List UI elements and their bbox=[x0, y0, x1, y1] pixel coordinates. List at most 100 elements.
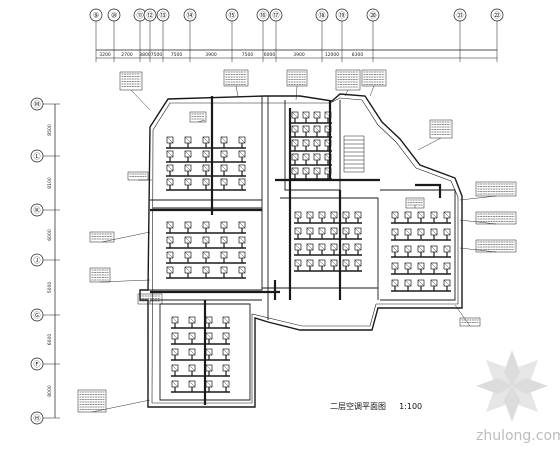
diffuser-mark bbox=[302, 139, 310, 147]
diffuser-mark bbox=[171, 380, 179, 388]
leader-line bbox=[91, 399, 151, 413]
diffuser-mark bbox=[318, 259, 326, 267]
diffuser-mark bbox=[238, 178, 246, 186]
diffuser-mark bbox=[313, 125, 321, 133]
grid-dimension-left: 6000 bbox=[47, 334, 53, 346]
diffuser-mark bbox=[302, 125, 310, 133]
diffuser-mark bbox=[302, 167, 310, 175]
diffuser-mark bbox=[166, 221, 174, 229]
diffuser-mark bbox=[205, 380, 213, 388]
diffuser-mark bbox=[238, 266, 246, 274]
diffuser-mark bbox=[238, 236, 246, 244]
grid-label-left: Ⓙ bbox=[34, 257, 41, 265]
diffuser-mark bbox=[324, 167, 332, 175]
diffuser-mark bbox=[443, 228, 451, 236]
diffuser-mark bbox=[443, 262, 451, 270]
grid-dimension-left: 5000 bbox=[47, 282, 53, 294]
diffuser-mark bbox=[220, 236, 228, 244]
diffuser-mark bbox=[184, 266, 192, 274]
annotation-box bbox=[223, 69, 249, 87]
diffuser-mark bbox=[291, 139, 299, 147]
grid-dimension-left: 8500 bbox=[47, 124, 53, 136]
diffuser-mark bbox=[324, 153, 332, 161]
diffuser-mark bbox=[306, 211, 314, 219]
diffuser-mark bbox=[430, 262, 438, 270]
annotation-box bbox=[459, 317, 481, 327]
diffuser-mark bbox=[404, 262, 412, 270]
diffuser-mark bbox=[443, 279, 451, 287]
diffuser-mark bbox=[171, 316, 179, 324]
watermark-text: zhulong.com bbox=[476, 428, 560, 444]
diffuser-mark bbox=[354, 211, 362, 219]
diffuser-mark bbox=[184, 236, 192, 244]
grid-label-left: Ⓜ bbox=[34, 101, 41, 109]
diffuser-mark bbox=[302, 153, 310, 161]
diffuser-mark bbox=[220, 178, 228, 186]
drawing-caption: 二层空调平面图 1:100 bbox=[330, 401, 422, 412]
diffuser-mark bbox=[188, 364, 196, 372]
diffuser-mark bbox=[238, 221, 246, 229]
diffuser-mark bbox=[205, 348, 213, 356]
diffuser-mark bbox=[220, 150, 228, 158]
diffuser-mark bbox=[391, 228, 399, 236]
diffuser-mark bbox=[166, 150, 174, 158]
grid-label-left: Ⓖ bbox=[34, 312, 41, 320]
diffuser-mark bbox=[202, 178, 210, 186]
diffuser-mark bbox=[220, 251, 228, 259]
diffuser-mark bbox=[306, 259, 314, 267]
diffuser-mark bbox=[342, 243, 350, 251]
grid-label-top: ⑯ bbox=[260, 12, 267, 20]
terminal-units bbox=[166, 111, 451, 393]
diffuser-mark bbox=[222, 316, 230, 324]
diffuser-mark bbox=[417, 262, 425, 270]
leader-line bbox=[101, 231, 151, 243]
diffuser-mark bbox=[188, 332, 196, 340]
diffuser-mark bbox=[430, 279, 438, 287]
diffuser-mark bbox=[166, 164, 174, 172]
leader-line bbox=[459, 219, 497, 225]
grid-dimension-top: 7500 bbox=[242, 52, 254, 58]
diffuser-mark bbox=[404, 228, 412, 236]
diffuser-mark bbox=[202, 136, 210, 144]
diffuser-mark bbox=[294, 211, 302, 219]
diffuser-mark bbox=[330, 211, 338, 219]
diffuser-mark bbox=[342, 211, 350, 219]
diffuser-mark bbox=[166, 266, 174, 274]
diffuser-mark bbox=[171, 364, 179, 372]
leader-line bbox=[417, 137, 442, 151]
diffuser-mark bbox=[188, 380, 196, 388]
diffuser-mark bbox=[306, 243, 314, 251]
diffuser-mark bbox=[306, 227, 314, 235]
diffuser-mark bbox=[417, 211, 425, 219]
diffuser-mark bbox=[318, 243, 326, 251]
grid-label-top: ⑪ bbox=[137, 12, 144, 20]
diffuser-mark bbox=[291, 111, 299, 119]
diffuser-mark bbox=[184, 150, 192, 158]
leader-line bbox=[295, 85, 298, 101]
diffuser-mark bbox=[417, 245, 425, 253]
diffuser-mark bbox=[324, 125, 332, 133]
diffuser-mark bbox=[202, 221, 210, 229]
diffuser-mark bbox=[222, 380, 230, 388]
grid-dimension-top: 8300 bbox=[352, 52, 364, 58]
diffuser-mark bbox=[354, 259, 362, 267]
diffuser-mark bbox=[222, 332, 230, 340]
grid-dimension-top: 3200 bbox=[99, 52, 111, 58]
diffuser-mark bbox=[430, 211, 438, 219]
grid-dimension-top: 7500 bbox=[151, 52, 163, 58]
diffuser-mark bbox=[430, 228, 438, 236]
diffuser-mark bbox=[294, 227, 302, 235]
grid-label-left: Ⓗ bbox=[34, 415, 41, 423]
diffuser-mark bbox=[404, 279, 412, 287]
diffuser-mark bbox=[238, 251, 246, 259]
diffuser-mark bbox=[166, 136, 174, 144]
annotation-box bbox=[361, 69, 387, 87]
diffuser-mark bbox=[202, 236, 210, 244]
grid-dimension-left: 8100 bbox=[47, 177, 53, 189]
diffuser-mark bbox=[391, 262, 399, 270]
annotation-notes bbox=[77, 69, 517, 413]
diffuser-mark bbox=[313, 167, 321, 175]
grid-label-top: ⑬ bbox=[160, 12, 167, 20]
diffuser-mark bbox=[202, 150, 210, 158]
